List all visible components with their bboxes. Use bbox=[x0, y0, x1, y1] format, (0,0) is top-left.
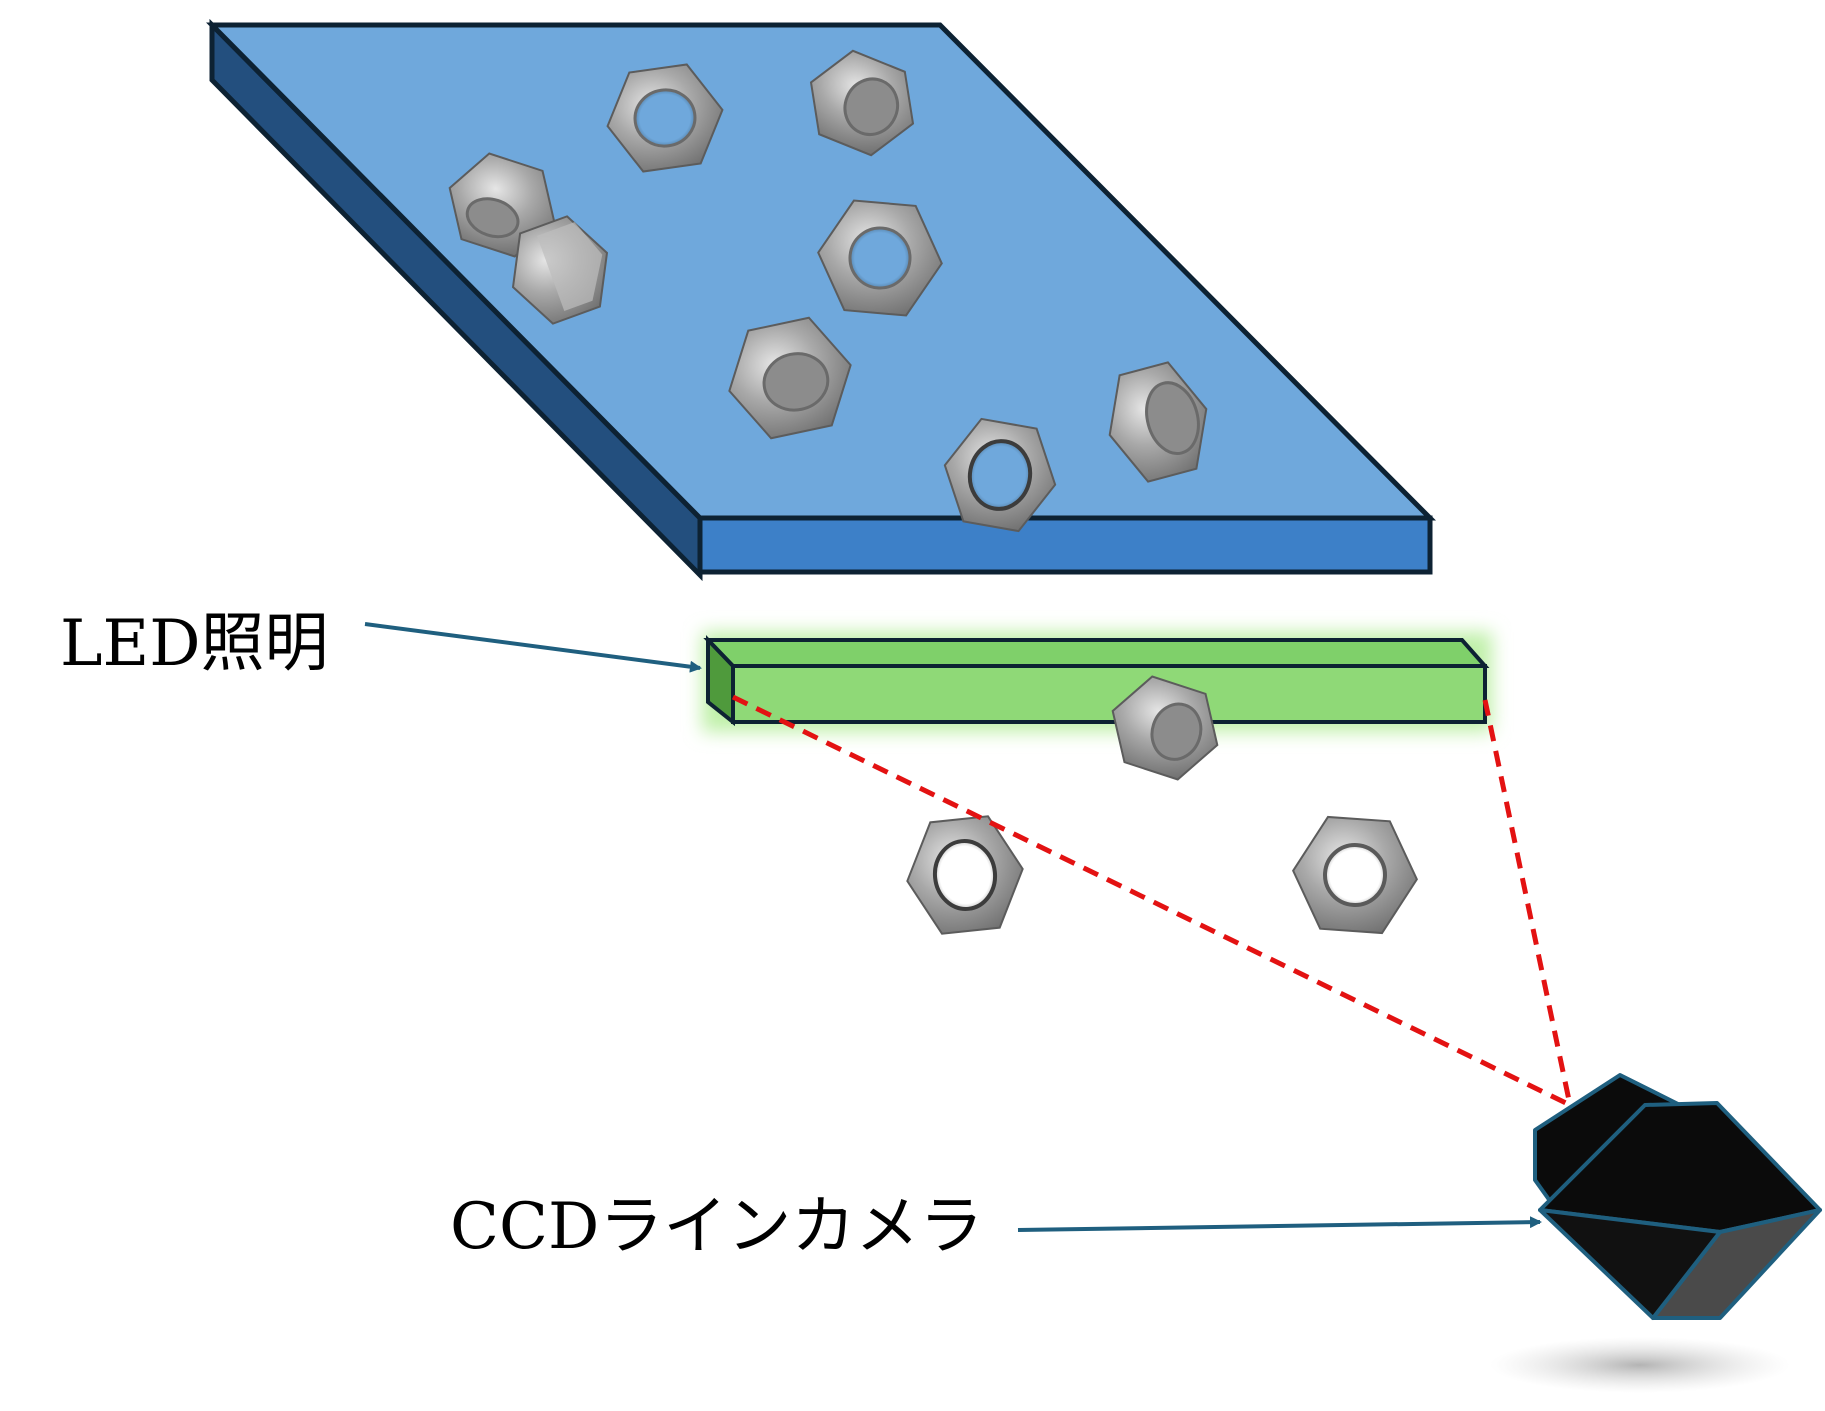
camera-shadow bbox=[1490, 1337, 1790, 1393]
camera-callout-arrow bbox=[1017, 1216, 1542, 1232]
hex-nut-icon bbox=[943, 417, 1057, 533]
hex-nut-icon bbox=[809, 49, 915, 157]
hex-nut-icon bbox=[1108, 361, 1208, 483]
hex-nut-icon bbox=[817, 199, 943, 317]
led-lighting-label: LED照明 bbox=[60, 607, 329, 681]
hex-nut-icon bbox=[511, 215, 609, 325]
ccd-line-camera-label: CCDラインカメラ bbox=[450, 1190, 984, 1264]
plate-front bbox=[697, 515, 1433, 575]
hex-nut-icon bbox=[1292, 815, 1418, 935]
light-path bbox=[731, 694, 1573, 1108]
led-callout-arrow bbox=[364, 622, 702, 673]
led-bar bbox=[702, 632, 1492, 732]
light-path-right bbox=[1482, 699, 1573, 1106]
led-bar-top bbox=[703, 638, 1490, 668]
hex-nut-icon bbox=[606, 63, 724, 173]
hex-nut-icon bbox=[1111, 675, 1219, 781]
led-bar-front bbox=[731, 664, 1487, 724]
hex-nut-icon bbox=[728, 316, 852, 440]
line-camera-icon bbox=[1490, 1073, 1822, 1393]
camera-front bbox=[1538, 1208, 1722, 1320]
nuts-on-plate bbox=[448, 49, 1208, 533]
nuts-below bbox=[906, 675, 1418, 935]
hex-nut-icon bbox=[906, 815, 1024, 935]
